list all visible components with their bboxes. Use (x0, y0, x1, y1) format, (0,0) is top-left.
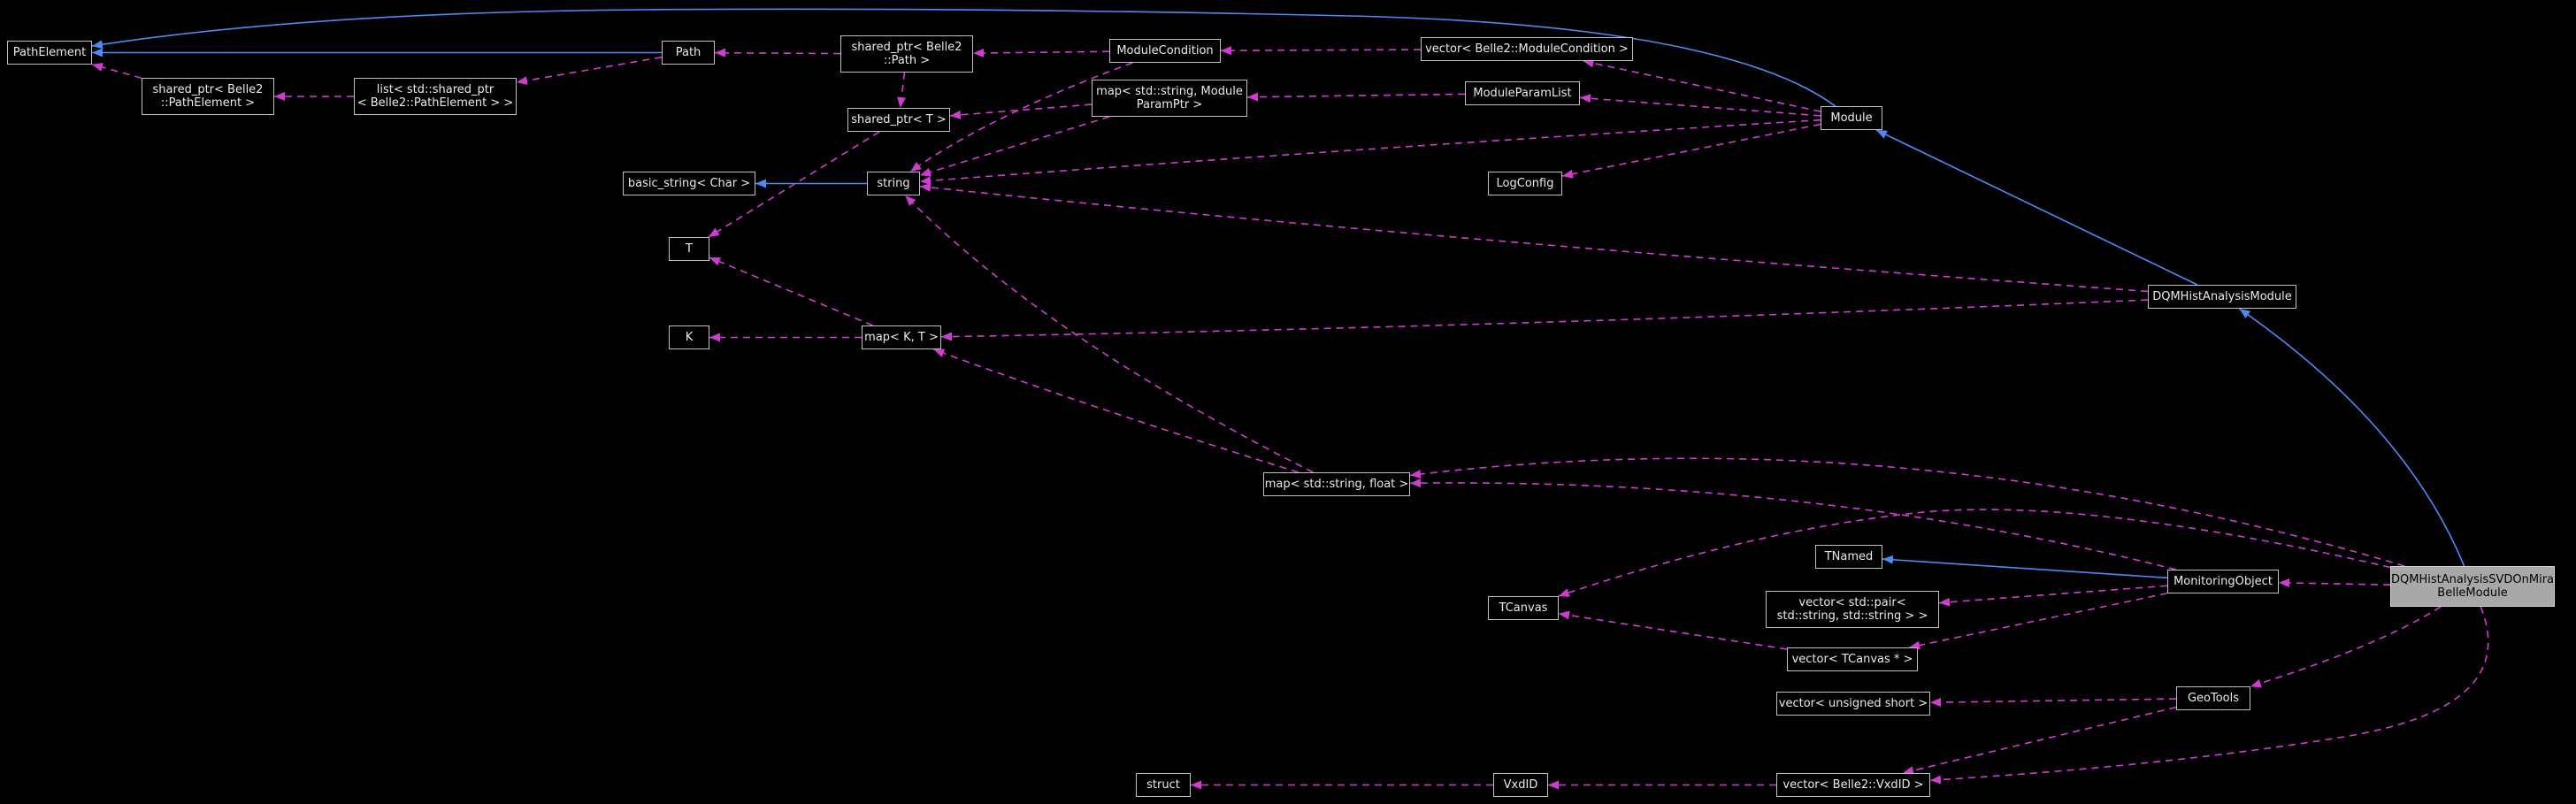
edge-module-vec_modulecondition (1583, 58, 1821, 112)
node-sp_path[interactable]: shared_ptr< Belle2 ::Path > (840, 35, 973, 73)
node-map_string_float[interactable]: map< std::string, float > (1263, 472, 1410, 496)
node-vec_modulecondition[interactable]: vector< Belle2::ModuleCondition > (1421, 37, 1633, 61)
node-map_k_t[interactable]: map< K, T > (862, 325, 941, 349)
node-vec_vxdid[interactable]: vector< Belle2::VxdID > (1776, 773, 1930, 797)
node-dqmhistanalysismodule[interactable]: DQMHistAnalysisModule (2148, 285, 2296, 309)
node-map_string_moduleparamptr[interactable]: map< std::string, Module ParamPtr > (1092, 80, 1247, 117)
node-modulecondition[interactable]: ModuleCondition (1109, 39, 1221, 63)
edge-map_string_moduleparamptr-sp_t (949, 103, 1092, 119)
edge-main-map_string_float (1409, 457, 2405, 567)
edge-modulecondition-sp_path (972, 48, 1110, 57)
edge-dqmhistanalysismodule-map_k_t (940, 299, 2149, 341)
edge-module-moduleparamlist (1579, 94, 1821, 117)
node-k[interactable]: K (669, 325, 709, 349)
edge-module-pathelement (91, 8, 1836, 107)
node-tnamed[interactable]: TNamed (1815, 545, 1882, 569)
node-struct[interactable]: struct (1136, 773, 1191, 797)
edge-map_string_moduleparamptr-string (919, 116, 1110, 177)
node-monitoringobject[interactable]: MonitoringObject (2167, 570, 2279, 593)
node-vec_ushort[interactable]: vector< unsigned short > (1776, 692, 1930, 716)
edge-modulecondition-string (909, 62, 1133, 172)
node-geotools[interactable]: GeoTools (2176, 686, 2250, 710)
edge-dqmhistanalysismodule-module (1875, 129, 2198, 286)
edge-map_string_float-string (904, 195, 1314, 473)
node-list_sp_pathelement[interactable]: list< std::shared_ptr < Belle2::PathElem… (354, 78, 517, 115)
edge-map_string_float-map_k_t (933, 348, 1299, 473)
node-string[interactable]: string (867, 172, 920, 195)
edge-moduleparamlist-map_string_moduleparamptr (1246, 92, 1466, 102)
edge-monitoringobject-vec_tcanvas (1909, 592, 2168, 650)
edge-geotools-vec_vxdid (1902, 706, 2177, 776)
edge-monitoringobject-tnamed (1882, 555, 2168, 579)
edge-module-logconfig (1561, 123, 1821, 179)
node-pathelement[interactable]: PathElement (7, 41, 92, 65)
edge-sp_pathelement-pathelement (91, 63, 142, 80)
edge-main-monitoringobject (2278, 578, 2391, 587)
edge-sp_path-path (714, 48, 841, 57)
node-t[interactable]: T (669, 237, 709, 261)
edge-main-geotools (2250, 606, 2442, 688)
edge-main-vec_vxdid (1929, 606, 2489, 785)
node-vec_pair_string_string[interactable]: vector< std::pair< std::string, std::str… (1766, 591, 1939, 628)
node-sp_pathelement[interactable]: shared_ptr< Belle2 ::PathElement > (142, 78, 274, 115)
node-module[interactable]: Module (1821, 106, 1882, 130)
node-moduleparamlist[interactable]: ModuleParamList (1465, 81, 1580, 105)
edge-monitoringobject-vec_pair_string_string (1938, 585, 2168, 607)
edge-dqmhistanalysismodule-string (919, 182, 2149, 293)
node-vec_tcanvas[interactable]: vector< TCanvas * > (1787, 647, 1918, 671)
edge-monitoringobject-map_string_float (1409, 479, 2176, 570)
edge-module-string (919, 119, 1821, 186)
edge-sp_path-sp_t (897, 72, 907, 109)
node-tcanvas[interactable]: TCanvas (1488, 596, 1559, 620)
node-vxdid[interactable]: VxdID (1493, 773, 1548, 797)
edge-main-tcanvas (1558, 509, 2391, 597)
edge-vec_tcanvas-tcanvas (1558, 610, 1788, 650)
edge-geotools-vec_ushort (1929, 698, 2177, 708)
edge-sp_t-t (708, 131, 880, 238)
node-main[interactable]: DQMHistAnalysisSVDOnMira BelleModule (2390, 566, 2555, 607)
node-sp_t[interactable]: shared_ptr< T > (847, 108, 950, 132)
edge-map_k_t-t (709, 257, 873, 326)
edge-path-list_sp_pathelement (516, 56, 663, 85)
edge-main-dqmhistanalysismodule (2238, 308, 2465, 567)
node-logconfig[interactable]: LogConfig (1488, 172, 1562, 195)
node-basic_string[interactable]: basic_string< Char > (623, 172, 755, 195)
node-path[interactable]: Path (662, 41, 715, 65)
